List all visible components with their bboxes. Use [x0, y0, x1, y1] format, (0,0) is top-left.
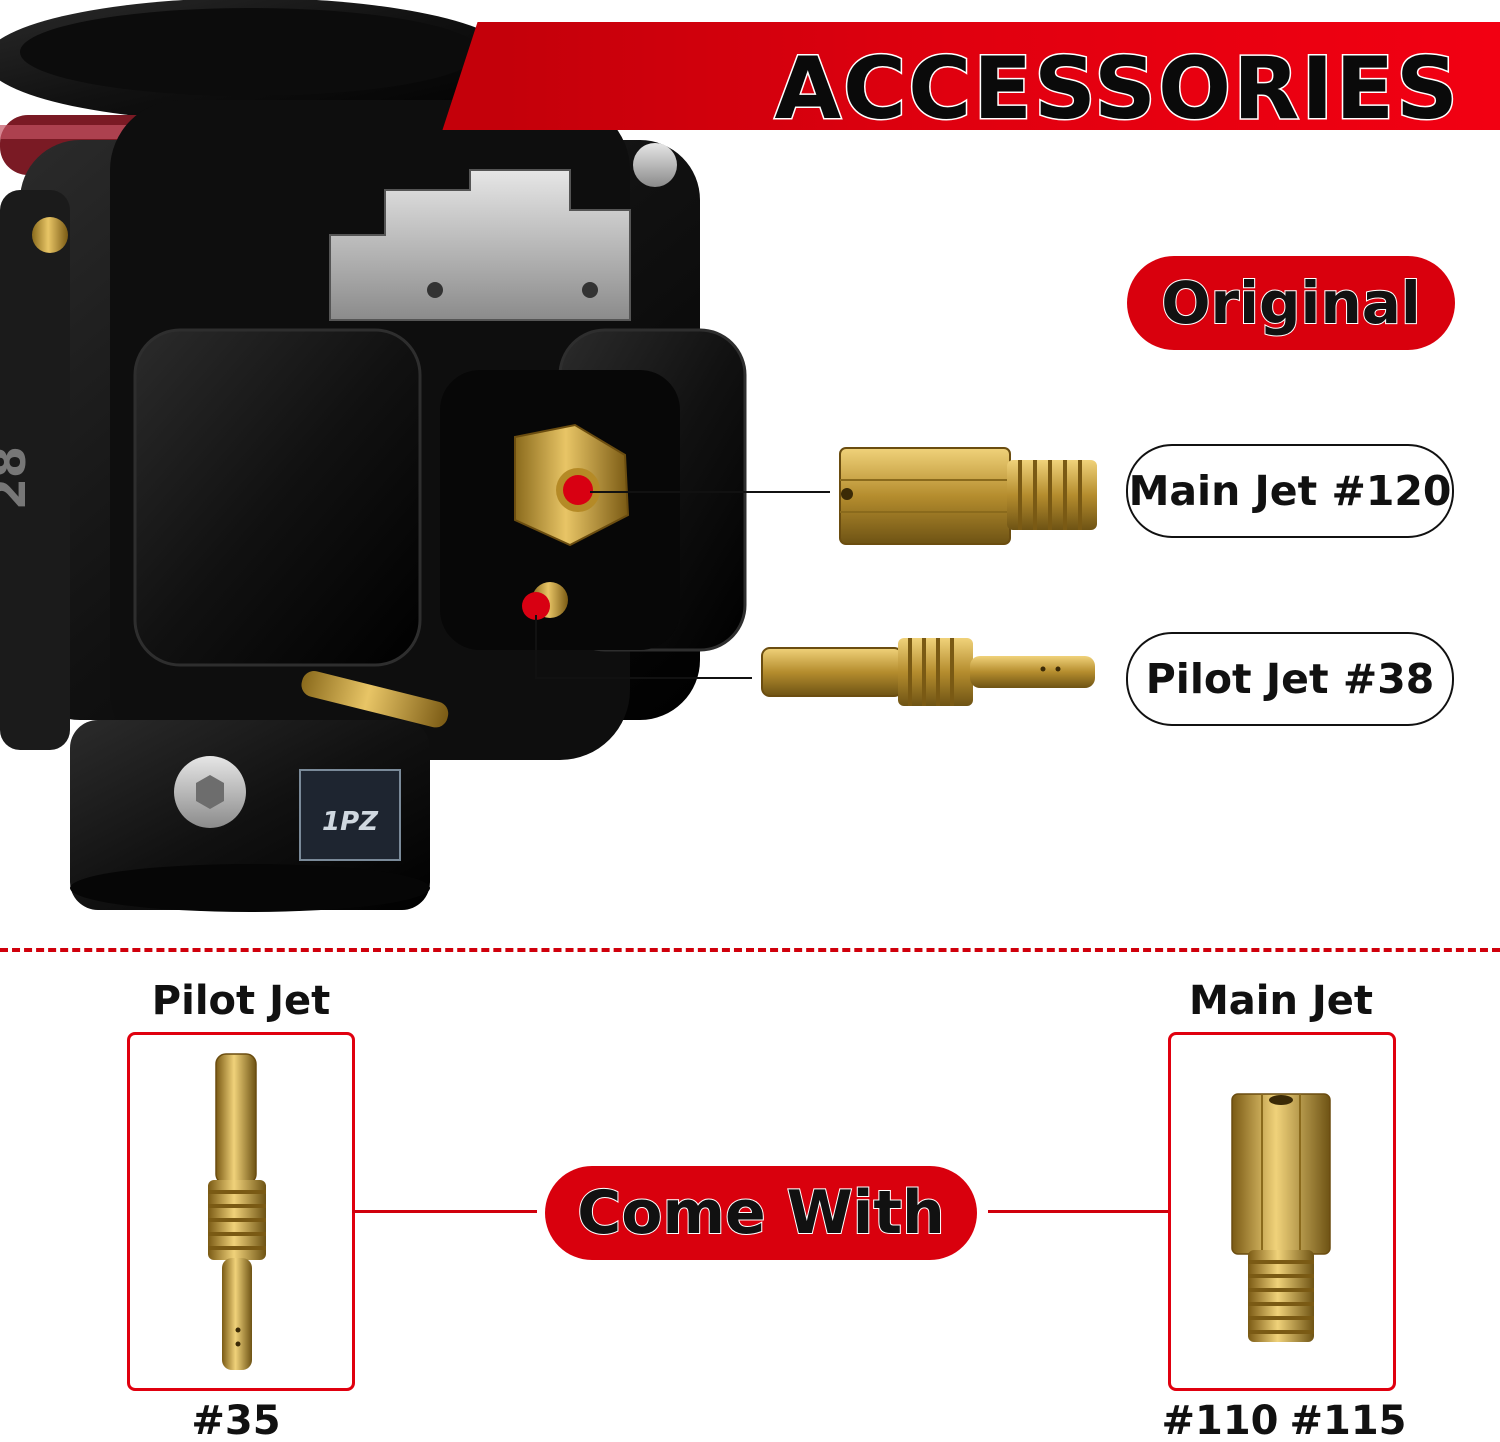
section-divider	[0, 948, 1500, 952]
original-badge: Original	[1127, 256, 1455, 350]
original-badge-label: Original	[1160, 268, 1421, 338]
leader-lines	[535, 491, 830, 679]
come-with-badge-label: Come With	[576, 1177, 945, 1249]
brand-mark: 1PZ	[322, 807, 379, 837]
pilot-jet-38-label: Pilot Jet #38	[1145, 655, 1435, 703]
main-jet-115-image	[1231, 1093, 1331, 1342]
pilot-jet-title: Pilot Jet	[151, 978, 331, 1024]
size-marking: 28	[0, 446, 36, 510]
main-jet-size-115: #115	[1289, 1398, 1407, 1442]
main-jet-size-110: #110	[1161, 1398, 1279, 1442]
connector-left	[352, 1210, 537, 1213]
carburetor-illustration: 28 1PZ	[0, 0, 747, 912]
pilot-jet-35-image	[208, 1053, 266, 1370]
pilot-jet-38-image	[761, 638, 1095, 706]
connector-right	[988, 1210, 1170, 1213]
pilot-jet-38-label-box: Pilot Jet #38	[1126, 632, 1454, 726]
header-banner: ACCESSORIES	[505, 22, 1500, 139]
pilot-jet-box	[127, 1032, 355, 1391]
main-jet-120-image	[839, 447, 1097, 545]
header-title: ACCESSORIES	[773, 39, 1460, 139]
main-jet-title: Main Jet	[1188, 978, 1374, 1024]
main-jet-120-label: Main Jet #120	[1128, 467, 1452, 515]
main-jet-120-label-box: Main Jet #120	[1126, 444, 1454, 538]
pilot-jet-sizes: #35	[191, 1398, 281, 1442]
come-with-badge: Come With	[545, 1166, 977, 1260]
main-jet-box	[1168, 1032, 1396, 1391]
